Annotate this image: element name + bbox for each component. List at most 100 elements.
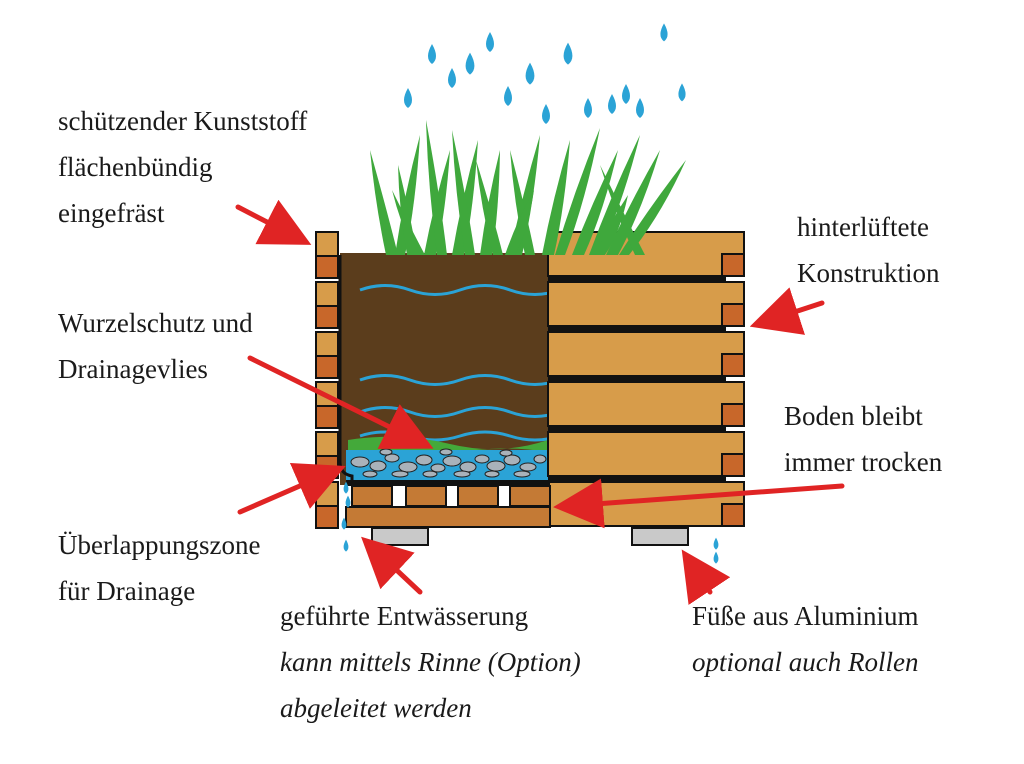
grass-blade <box>595 195 628 255</box>
pebble <box>519 462 537 472</box>
aluminium-foot-left <box>371 527 429 546</box>
pebble <box>350 456 370 468</box>
pebble <box>430 463 446 473</box>
plastic-insert <box>721 303 745 327</box>
wave-icon <box>359 284 548 296</box>
pebble <box>484 470 500 478</box>
floor-structure <box>345 480 551 528</box>
wall-slat <box>315 431 339 457</box>
rain-drop-icon <box>542 104 550 124</box>
plastic-insert <box>721 453 745 477</box>
arrow-icon <box>361 536 423 595</box>
label-line: Drainagevlies <box>58 354 208 384</box>
pebble <box>422 470 438 478</box>
wall-slat <box>315 481 339 507</box>
ventilation-gap <box>548 426 726 432</box>
wave-icon <box>359 374 548 386</box>
label-ventilated-construction: hinterlüftete Konstruktion <box>797 204 940 296</box>
pebble <box>513 470 531 478</box>
ventilation-gap <box>548 376 726 382</box>
gravel-icon <box>350 448 547 478</box>
label-line: Boden bleibt <box>784 401 923 431</box>
plastic-insert <box>721 353 745 377</box>
label-line: geführte Entwässerung <box>280 601 529 631</box>
label-line: Füße aus Aluminium <box>692 601 919 631</box>
plastic-insert <box>721 503 745 527</box>
label-root-protection: Wurzelschutz und Drainagevlies <box>58 300 253 392</box>
wall-slat <box>315 331 339 357</box>
rain-drop-icon <box>345 495 351 508</box>
wood-plank <box>547 381 745 427</box>
grass-blade <box>572 150 618 255</box>
label-guided-drainage: geführte Entwässerung kann mittels Rinne… <box>280 593 581 731</box>
pebble <box>439 448 453 456</box>
right-wall <box>547 231 745 527</box>
aluminium-foot-right <box>631 527 689 546</box>
grass-blade <box>619 160 686 255</box>
grass-blade <box>370 150 398 255</box>
pebble <box>459 461 477 473</box>
plastic-insert <box>315 505 339 529</box>
plastic-insert <box>315 405 339 429</box>
plastic-insert <box>315 355 339 379</box>
ventilation-gap <box>548 326 726 332</box>
rain-drop-icon <box>636 98 644 118</box>
pebble <box>442 455 462 467</box>
label-aluminium-feet: Füße aus Aluminium optional auch Rollen <box>692 593 919 685</box>
label-line: Überlappungszone <box>58 530 261 560</box>
pebble <box>533 454 547 464</box>
rain-drop-icon <box>660 23 668 42</box>
wood-plank <box>547 431 745 477</box>
pebble <box>362 470 378 478</box>
left-wall <box>315 231 339 529</box>
grass-blade <box>555 128 600 255</box>
label-line: optional auch Rollen <box>692 647 919 677</box>
rain <box>404 23 686 124</box>
label-line: immer trocken <box>784 447 943 477</box>
rain-drop-icon <box>343 539 349 552</box>
plastic-insert <box>721 403 745 427</box>
pebble <box>369 460 387 472</box>
wall-slat <box>315 231 339 257</box>
rain-drop-icon <box>713 537 719 550</box>
pebble <box>499 449 513 457</box>
label-line: Konstruktion <box>797 258 940 288</box>
pebble <box>379 448 393 456</box>
rain-drop-icon <box>525 62 535 85</box>
rain-drop-icon <box>584 98 592 118</box>
grass-blade <box>505 190 534 255</box>
floor-block <box>405 485 447 507</box>
arrow-icon <box>247 355 434 449</box>
ventilation-gap <box>548 476 726 482</box>
arrow-icon <box>681 549 731 605</box>
label-line: schützender Kunststoff <box>58 106 308 136</box>
rain-drop-icon <box>465 52 475 75</box>
grass-blade <box>510 150 535 255</box>
pebble <box>384 453 400 463</box>
rain-drop-icon <box>563 42 573 65</box>
arrow-icon <box>237 463 346 515</box>
label-line: abgeleitet werden <box>280 693 472 723</box>
arrow-icon <box>553 478 845 529</box>
plastic-insert <box>721 253 745 277</box>
rain-drop-icon <box>504 86 512 106</box>
pebble <box>415 454 433 466</box>
pebble <box>503 454 521 466</box>
label-plastic-protection: schützender Kunststoff flächenbündig ein… <box>58 98 307 236</box>
label-line: für Drainage <box>58 576 196 606</box>
pebble <box>486 460 506 472</box>
base-board <box>345 506 551 528</box>
pebble <box>398 461 418 473</box>
floor-block <box>509 485 551 507</box>
plastic-insert <box>315 305 339 329</box>
ventilation-gap <box>548 276 726 282</box>
pebble <box>474 454 490 464</box>
rain-drop-icon <box>678 83 686 102</box>
rain-drop-icon <box>486 32 494 52</box>
rain-drop-icon <box>608 94 616 114</box>
grass-blade <box>452 130 475 255</box>
rain-drop-icon <box>448 68 456 88</box>
grass-icon <box>370 120 686 255</box>
floor-block <box>351 485 393 507</box>
rain-drop-icon <box>428 44 436 64</box>
